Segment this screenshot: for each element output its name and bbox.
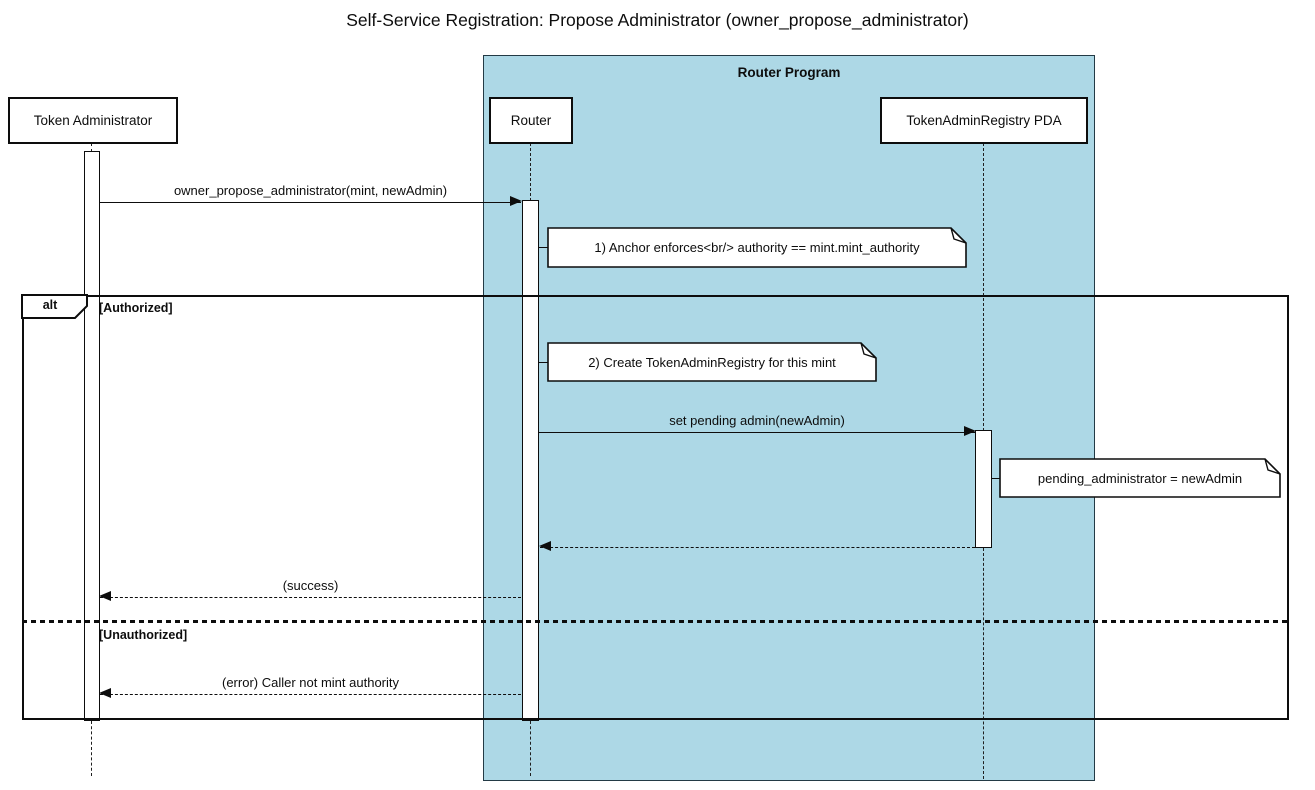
participant-token-admin: Token Administrator (8, 97, 178, 144)
arrowhead-icon (539, 541, 551, 552)
message-error-label: (error) Caller not mint authority (222, 675, 399, 690)
note-connector (538, 362, 548, 363)
note-create-registry (547, 342, 877, 382)
alt-condition-unauthorized: [Unauthorized] (99, 628, 188, 642)
message-set-pending-label: set pending admin(newAdmin) (669, 413, 845, 428)
message-pda-return-arrow (539, 541, 975, 552)
message-set-pending-arrow (539, 426, 976, 437)
activation-token-admin (84, 151, 100, 721)
note-connector (538, 247, 548, 248)
participant-pda-label: TokenAdminRegistry PDA (906, 113, 1062, 128)
diagram-title: Self-Service Registration: Propose Admin… (346, 10, 969, 30)
activation-router (522, 200, 539, 721)
note-connector (991, 478, 1001, 479)
alt-label-pentagon (21, 294, 88, 319)
router-program-label: Router Program (737, 65, 841, 80)
arrowhead-icon (510, 196, 522, 207)
participant-pda: TokenAdminRegistry PDA (880, 97, 1088, 144)
lifeline-token-admin-bottom (91, 721, 92, 776)
lifeline-token-admin-top (91, 143, 92, 152)
lifeline-pda-bottom (983, 548, 984, 779)
activation-pda (975, 430, 992, 548)
message-error-arrow (99, 688, 521, 699)
message-success-label: (success) (282, 578, 339, 593)
alt-frame (22, 295, 1289, 720)
lifeline-router-top (530, 143, 531, 201)
lifeline-router-bottom (530, 721, 531, 776)
alt-label: alt (42, 298, 58, 312)
note-anchor-enforces-text: 1) Anchor enforces<br/> authority == min… (594, 240, 920, 255)
message-success-arrow (99, 591, 521, 602)
alt-divider (22, 620, 1289, 624)
message-propose-arrow (100, 196, 522, 207)
router-program-container (483, 55, 1095, 781)
lifeline-pda-top (983, 143, 984, 431)
note-create-registry-text: 2) Create TokenAdminRegistry for this mi… (588, 354, 836, 370)
arrowhead-icon (964, 426, 976, 437)
message-propose-label: owner_propose_administrator(mint, newAdm… (173, 183, 448, 198)
arrowhead-icon (99, 591, 111, 602)
participant-router: Router (489, 97, 573, 144)
note-anchor-enforces (547, 227, 967, 268)
participant-router-label: Router (510, 113, 552, 128)
arrowhead-icon (99, 688, 111, 699)
note-pending-admin (999, 458, 1281, 498)
participant-token-admin-label: Token Administrator (33, 113, 153, 128)
note-pending-admin-text: pending_administrator = newAdmin (1037, 470, 1243, 486)
alt-condition-authorized: [Authorized] (99, 301, 173, 315)
